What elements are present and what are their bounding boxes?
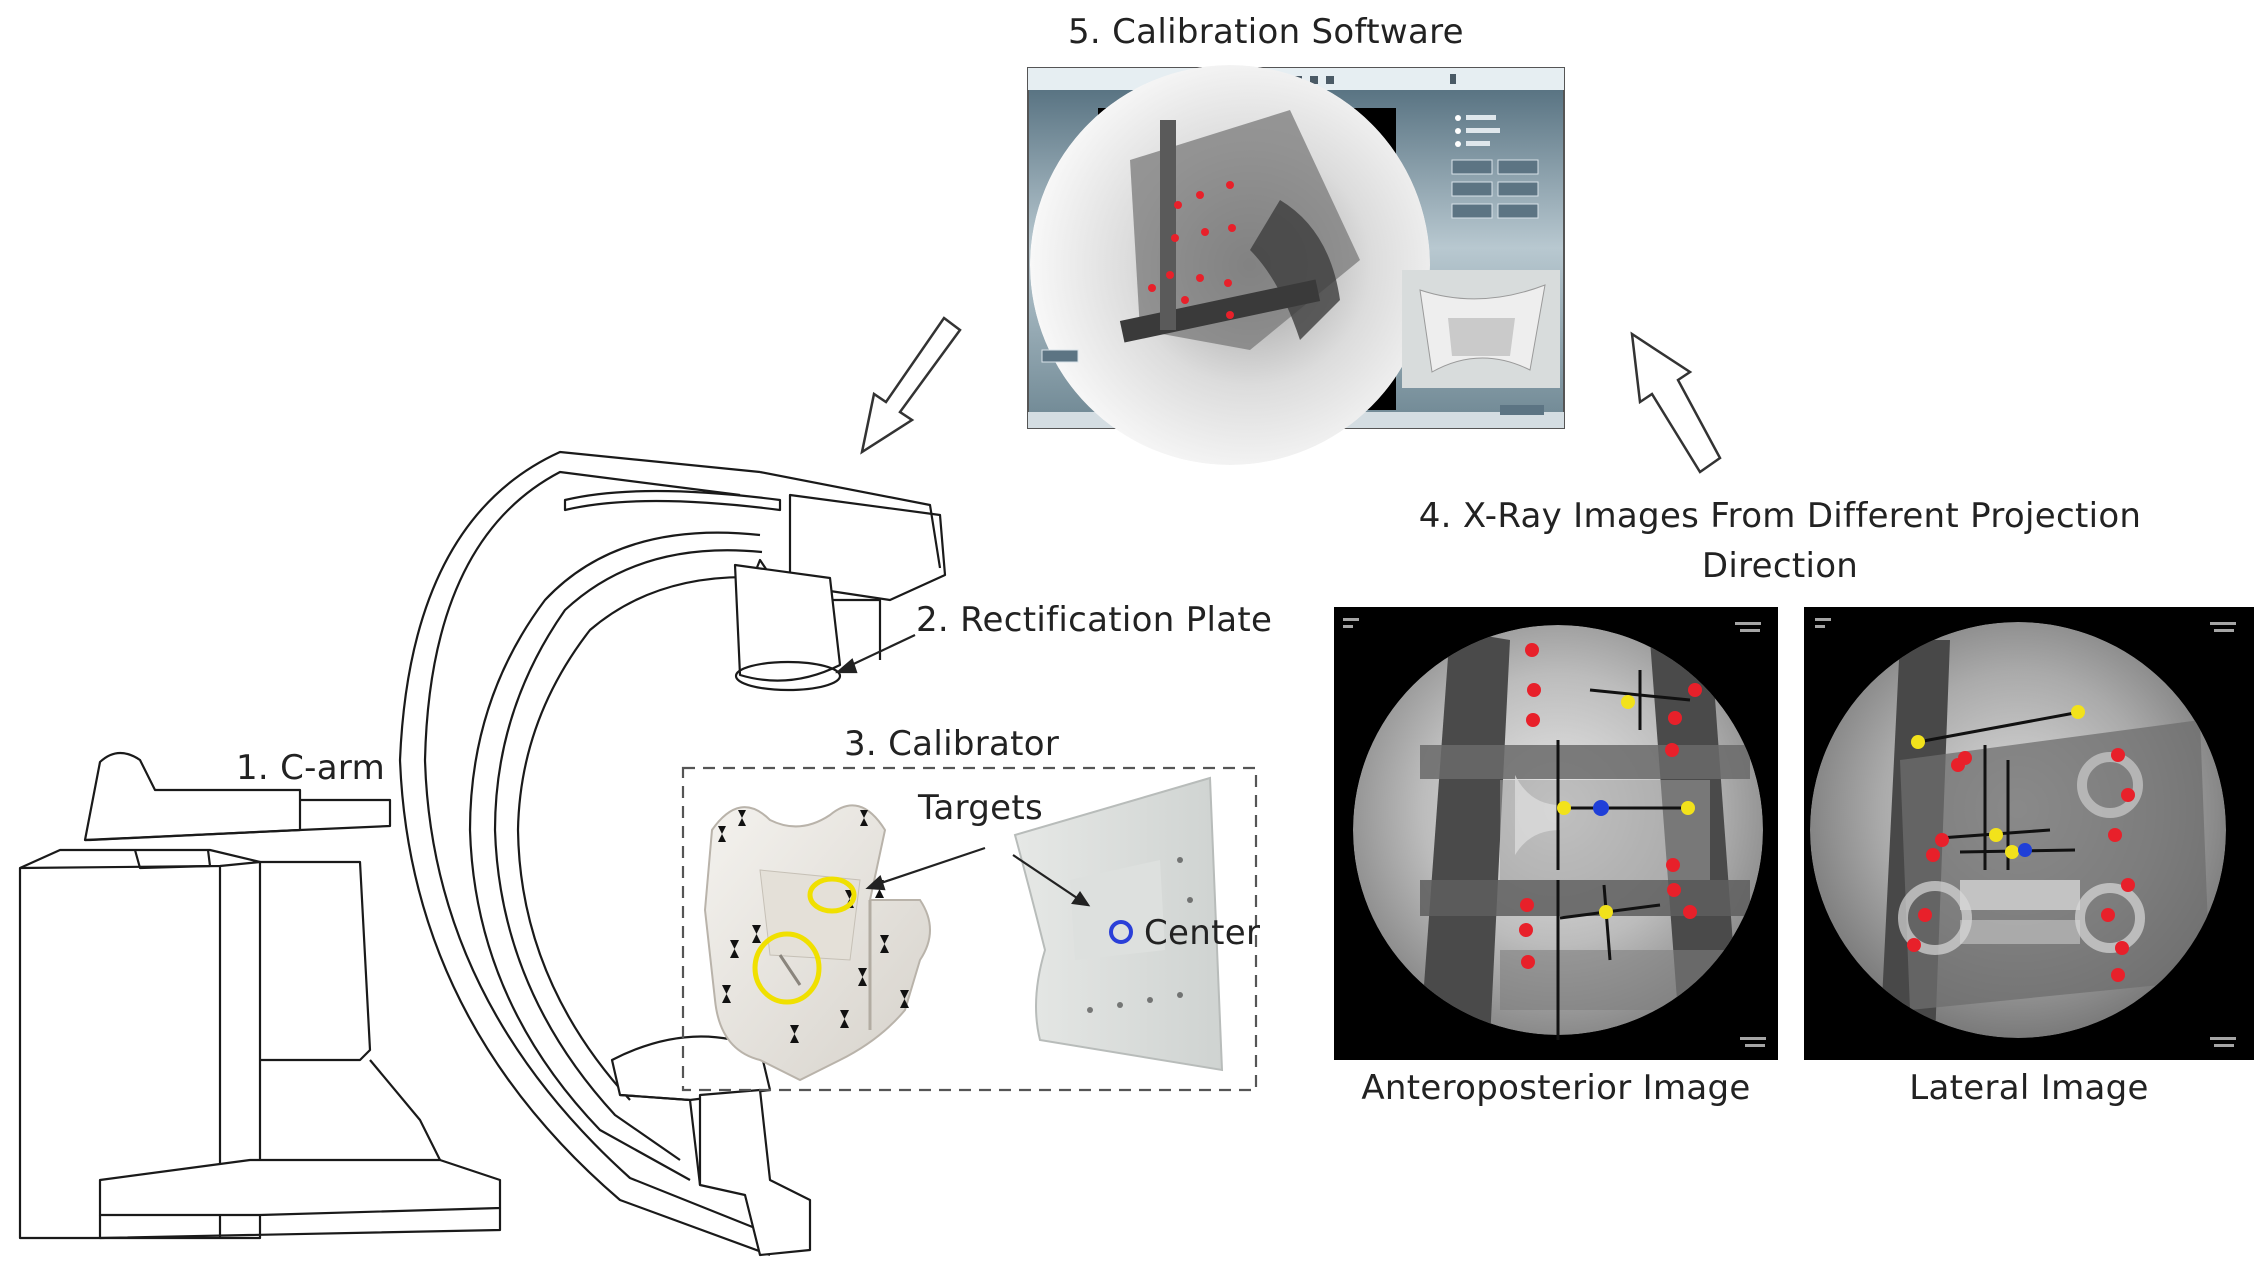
ap-red-markers xyxy=(1519,643,1702,969)
label-targets: Targets xyxy=(918,788,1044,828)
label-xray-images-line1: 4. X-Ray Images From Different Projectio… xyxy=(1418,496,2142,536)
calibrator-front-view xyxy=(703,804,931,1082)
lateral-yellow-markers xyxy=(1911,705,2085,859)
software-calibrator-preview xyxy=(1402,270,1560,388)
hollow-arrow-down-left-icon xyxy=(860,316,962,455)
lateral-xray-image xyxy=(1804,607,2254,1060)
label-calibration-software: 5. Calibration Software xyxy=(1068,12,1464,52)
target-highlight-small xyxy=(807,876,857,914)
center-marker-icon xyxy=(1109,920,1133,944)
hollow-arrow-up-left-icon xyxy=(1630,331,1722,474)
caption-lateral-image: Lateral Image xyxy=(1909,1068,2149,1108)
label-c-arm: 1. C-arm xyxy=(236,748,385,788)
calibration-software-window xyxy=(1027,65,1565,465)
software-marker-points xyxy=(1148,181,1236,319)
caption-anteroposterior-image: Anteroposterior Image xyxy=(1361,1068,1751,1108)
c-arm-drawing xyxy=(18,450,947,1257)
label-center: Center xyxy=(1144,913,1261,953)
label-rectification-plate: 2. Rectification Plate xyxy=(916,600,1273,640)
calibrator-dashed-box xyxy=(681,766,1258,1092)
label-xray-images-line2: Direction xyxy=(1701,546,1859,586)
ap-blue-center-marker xyxy=(1593,800,1609,816)
lateral-blue-center-marker xyxy=(2018,843,2032,857)
label-calibrator: 3. Calibrator xyxy=(844,724,1060,764)
ap-yellow-markers xyxy=(1557,695,1695,919)
calibrator-side-view xyxy=(1013,776,1224,1072)
lateral-red-markers xyxy=(1907,748,2135,982)
software-control-panel xyxy=(1041,115,1544,415)
software-xray-view xyxy=(1030,65,1430,465)
target-highlight-large xyxy=(752,931,822,1005)
calibrator-fiducial-markers xyxy=(718,810,909,1043)
anteroposterior-xray-image xyxy=(1334,607,1778,1060)
arrow-pointer-icon xyxy=(835,634,1091,907)
